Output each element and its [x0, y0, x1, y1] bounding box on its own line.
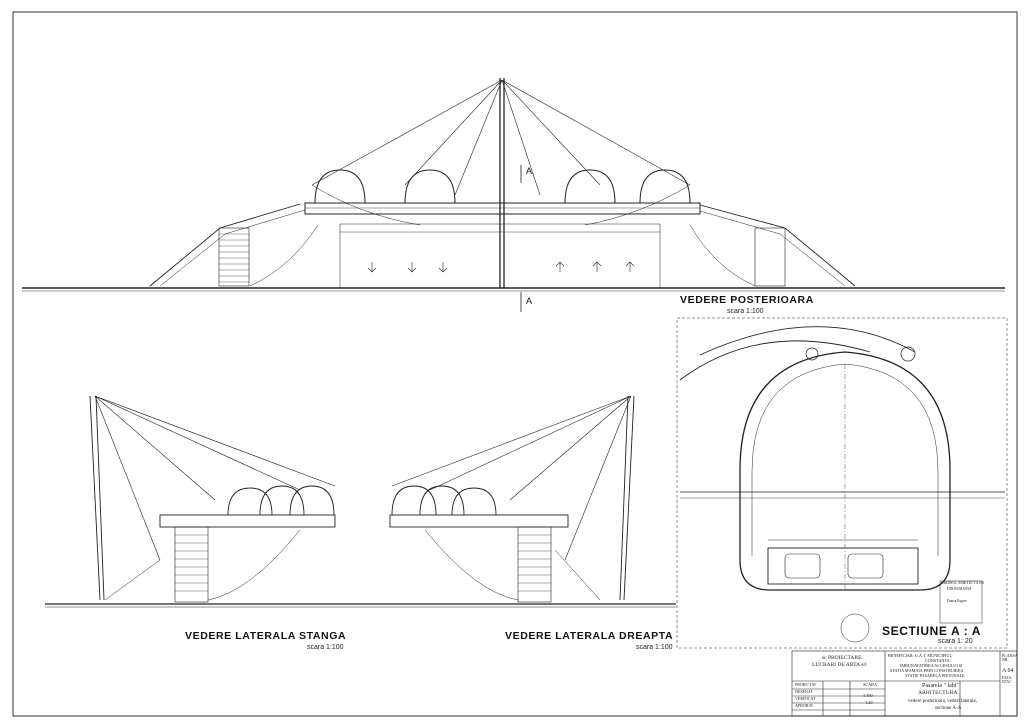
- section-marker-top: A: [526, 166, 533, 176]
- title-block-frame: [791, 650, 1018, 717]
- company-line-2: LUCRARI DE ARTA srl: [812, 662, 867, 668]
- scale-value-2: 1:20: [865, 700, 873, 705]
- stamp-line-1: ORDINUL ARHITECTILOR: [941, 581, 984, 585]
- sheet-border: [12, 11, 1018, 717]
- works-line-2: STATIA MAMAIA PRIN CONSTRUIREA: [890, 668, 964, 673]
- works-line-3: STATIE PASARELA PIETONALE: [905, 673, 965, 678]
- title-rear-view: VEDERE POSTERIOARA: [680, 294, 814, 306]
- role-checked: VERIFICAT: [795, 696, 816, 701]
- scale-section: scara 1: 20: [938, 638, 973, 645]
- company-line-1: sc PROIECTARE: [822, 655, 862, 661]
- section-marker-bottom: A: [526, 296, 533, 306]
- discipline: ARHITECTURA: [918, 690, 958, 696]
- stamp-line-3: Dunca Eugen: [947, 599, 967, 603]
- beneficiary-line-1: BENEFICIAR: U.A.T. MUNICIPIUL: [888, 653, 953, 658]
- contents-line-2: sectiune A-A: [935, 706, 962, 711]
- works-line-1: IMBUNATATIREA ACCESULUI SI: [900, 663, 963, 668]
- project-name: Pasarela " lahi": [922, 683, 959, 689]
- sheet-label: PLANSA NR.: [1002, 653, 1018, 663]
- rear-view-drawing: [22, 78, 1005, 312]
- scale-rear-view: scara 1:100: [727, 308, 764, 315]
- stamp: [840, 580, 983, 643]
- role-drawn: DESENAT: [795, 689, 813, 694]
- sheet-number: A 04: [1002, 668, 1014, 674]
- stamp-line-2: DIN ROMANIA: [947, 587, 972, 591]
- scale-value: 1:100: [863, 693, 873, 698]
- section-a-a-drawing: [676, 317, 1008, 649]
- title-section: SECTIUNE A : A: [882, 624, 982, 638]
- role-approved: APROBAT: [795, 703, 814, 708]
- title-right-view: VEDERE LATERALA DREAPTA: [505, 630, 674, 642]
- left-side-view-drawing: [45, 395, 676, 608]
- scale-label: SCARA: [863, 682, 877, 687]
- title-left-view: VEDERE LATERALA STANGA: [185, 630, 347, 642]
- scale-left-view: scara 1:100: [307, 644, 344, 651]
- right-side-view-drawing: [389, 395, 635, 603]
- role-designed: PROIECTAT: [795, 682, 817, 687]
- scale-right-view: scara 1:100: [636, 644, 673, 651]
- beneficiary-line-2: CONSTANTA: [925, 658, 950, 663]
- contents-line-1: vedere posterioara, vederi laterale,: [908, 699, 977, 704]
- phase-label: FAZA: DTAC: [1002, 676, 1013, 684]
